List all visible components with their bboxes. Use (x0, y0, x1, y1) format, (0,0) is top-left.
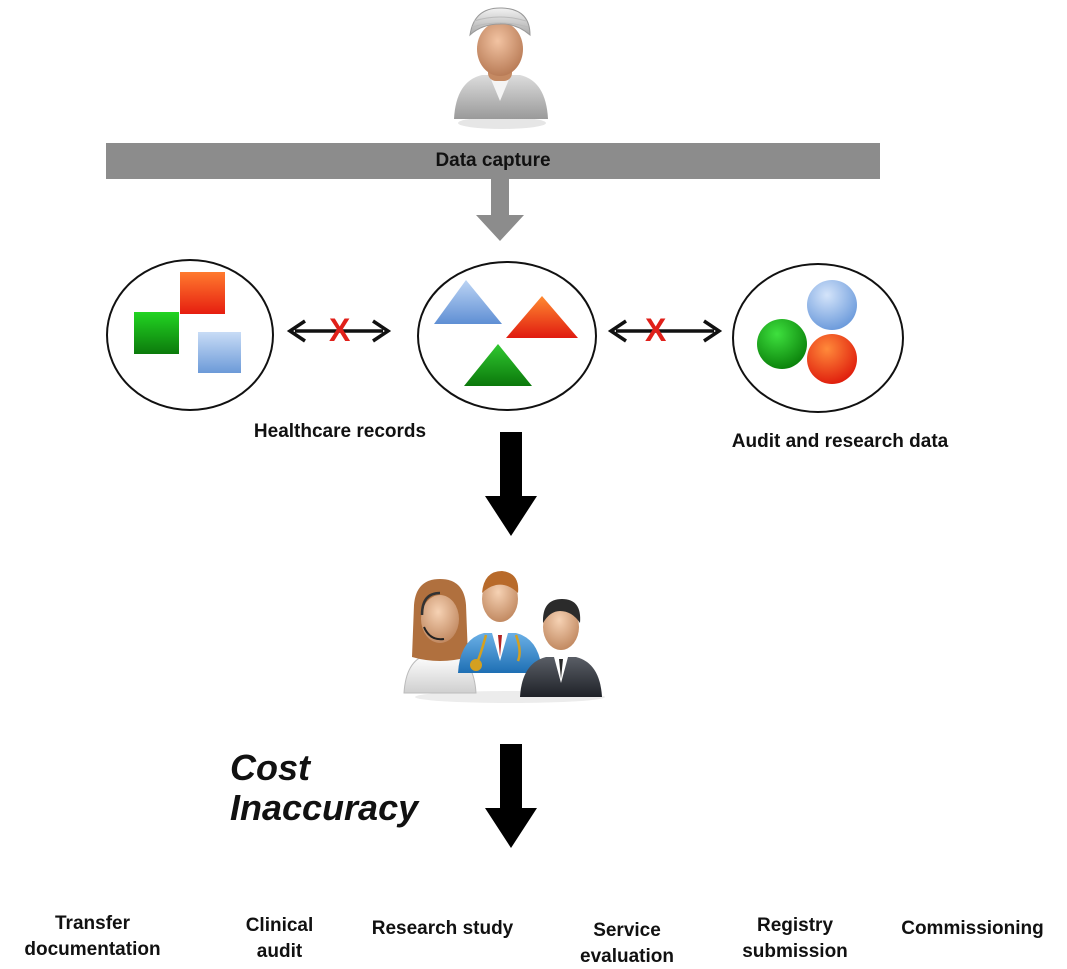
green-triangle (464, 344, 532, 386)
green-circle (757, 319, 807, 369)
down-arrow-1 (485, 432, 537, 536)
data-capture-banner: Data capture (106, 143, 880, 179)
data-capture-label: Data capture (435, 150, 551, 171)
blocked-link-left (286, 319, 392, 343)
blue-square (198, 332, 241, 373)
healthcare-records-circle (106, 259, 274, 411)
down-arrow-2 (485, 744, 537, 848)
blue-circle (807, 280, 857, 330)
output-registry-submission: Registry submission (742, 915, 848, 962)
data-capture-circle (417, 261, 597, 411)
red-triangle (506, 296, 578, 338)
output-research-study: Research study (371, 918, 514, 939)
grey-down-arrow (476, 179, 524, 241)
break-mark-right: X (645, 312, 667, 348)
green-square (134, 312, 179, 354)
blocked-link-right (607, 319, 723, 343)
output-service-evaluation: Service evaluation (580, 920, 674, 967)
output-clinical-audit: Clinical audit (245, 915, 314, 962)
audit-research-label: Audit and research data (731, 431, 949, 452)
clinical-team-icon (403, 571, 605, 703)
red-square (180, 272, 225, 314)
output-transfer-documentation: Transfer documentation (24, 913, 161, 960)
red-circle (807, 334, 857, 384)
healthcare-records-label: Healthcare records (253, 421, 427, 442)
nurse-icon (454, 7, 548, 129)
output-commissioning: Commissioning (901, 918, 1044, 939)
break-mark-left: X (329, 312, 351, 348)
research-data-circle (732, 263, 904, 413)
cost-inaccuracy-label: Cost Inaccuracy (230, 747, 419, 829)
blue-triangle (434, 280, 502, 324)
